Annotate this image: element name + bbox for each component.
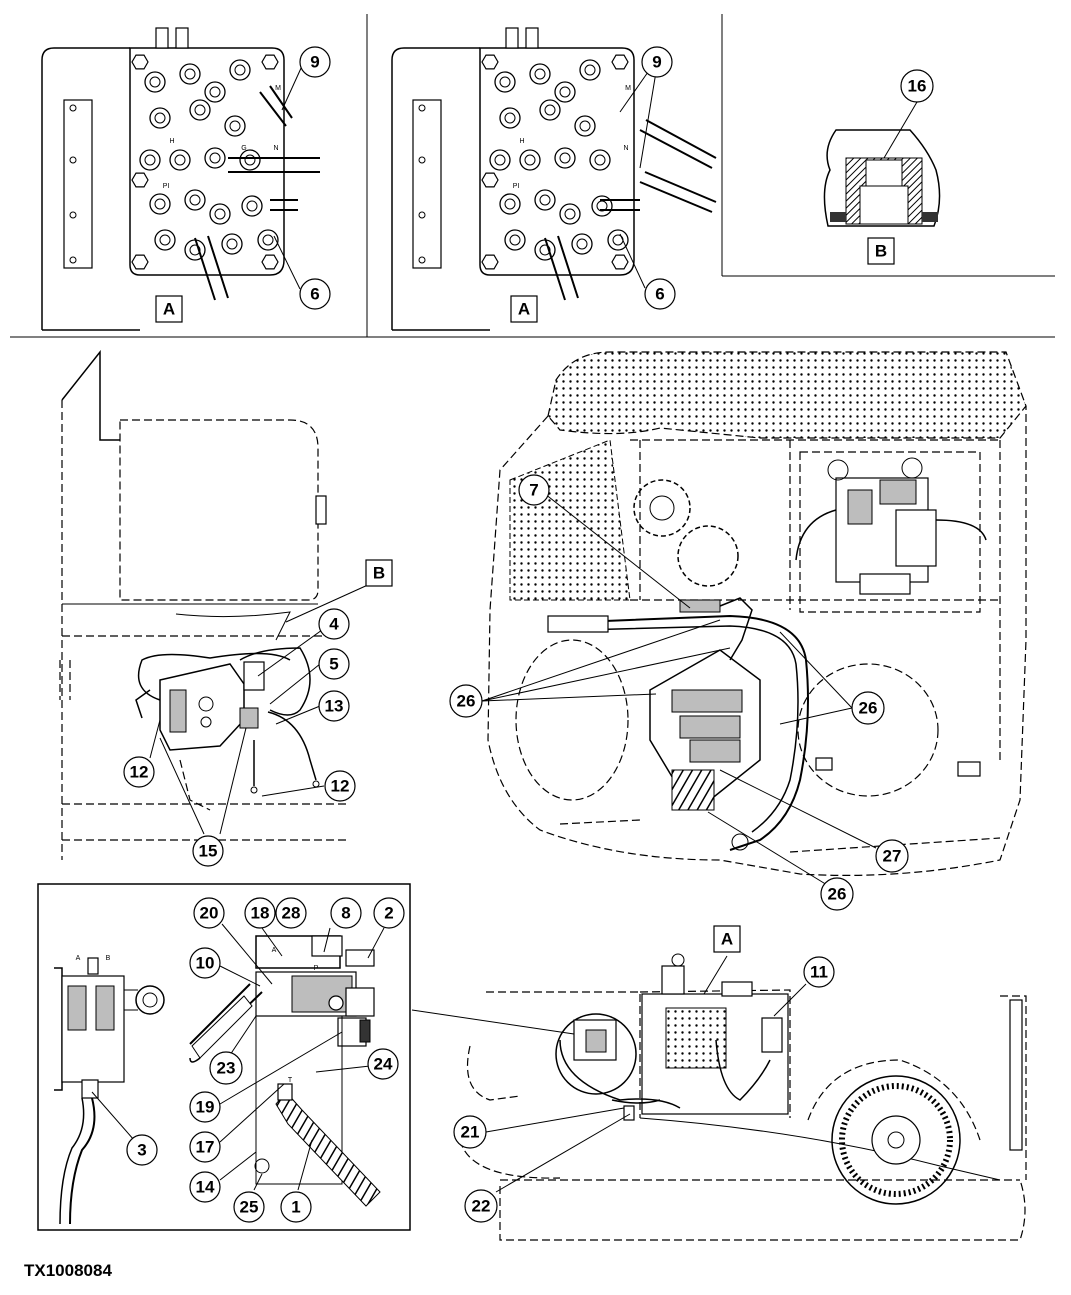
callout-circle: 21 xyxy=(453,1115,487,1149)
port-label-h-right: H xyxy=(519,138,524,145)
callout-circle: 8 xyxy=(330,897,362,929)
callout-circle: 23 xyxy=(209,1051,243,1085)
callout-label: 8 xyxy=(341,904,350,923)
callout-label: 24 xyxy=(374,1055,393,1074)
callout-circle: 1 xyxy=(280,1191,312,1223)
callout-circle: 14 xyxy=(189,1171,221,1203)
callout-circle: 5 xyxy=(318,648,350,680)
view-label-b-detail: B xyxy=(875,242,887,261)
callout-circle: 25 xyxy=(233,1191,265,1223)
callout-label: 26 xyxy=(828,885,847,904)
svg-text:B: B xyxy=(106,955,111,962)
port-label-h-left: H xyxy=(169,138,174,145)
callout-circle: 26 xyxy=(851,691,885,725)
callout-label: 5 xyxy=(329,655,338,674)
callout-label: 6 xyxy=(655,285,664,304)
callout-label: 2 xyxy=(384,904,393,923)
callout-label: 26 xyxy=(457,692,476,711)
callout-circle: 27 xyxy=(875,839,909,873)
callout-circle: 6 xyxy=(644,278,676,310)
view-callout-b: B xyxy=(373,564,385,583)
callout-circle: 9 xyxy=(641,46,673,78)
callout-label: 4 xyxy=(329,615,339,634)
svg-text:P: P xyxy=(314,965,319,972)
callout-circle: 20 xyxy=(193,897,225,929)
svg-text:A: A xyxy=(76,955,81,962)
callout-label: 14 xyxy=(196,1178,215,1197)
svg-text:T: T xyxy=(288,1077,293,1084)
callout-label: 3 xyxy=(137,1141,146,1160)
callout-circle: 28 xyxy=(275,897,307,929)
callout-label: 21 xyxy=(461,1123,480,1142)
callout-label: 17 xyxy=(196,1138,215,1157)
bottom-left-inset: T A P B A xyxy=(37,883,411,1231)
valve-view-a-right: M H N PI xyxy=(391,27,717,331)
callout-circle: 16 xyxy=(900,69,934,103)
callout-label: 9 xyxy=(310,53,319,72)
machine-frame-view xyxy=(487,351,1027,876)
callout-label: 16 xyxy=(908,77,927,96)
callout-circle: 6 xyxy=(299,278,331,310)
callout-label: 1 xyxy=(291,1198,300,1217)
leader-lines xyxy=(91,65,918,1193)
callout-label: 19 xyxy=(196,1098,215,1117)
callout-label: 15 xyxy=(199,842,218,861)
port-label-m-left: M xyxy=(275,85,281,92)
port-label-g-left: G xyxy=(241,145,246,152)
callout-label: 27 xyxy=(883,847,902,866)
callout-circle: 24 xyxy=(367,1048,399,1080)
callout-circle: 13 xyxy=(318,690,350,722)
callout-circle: 18 xyxy=(244,897,276,929)
port-label-n-left: N xyxy=(273,145,278,152)
figure-reference-id: TX1008084 xyxy=(24,1261,112,1280)
callout-circle: 17 xyxy=(189,1131,221,1163)
callout-label: 11 xyxy=(810,963,828,982)
callout-label: 9 xyxy=(652,53,661,72)
callout-circle: 12 xyxy=(324,770,356,802)
callout-label: 10 xyxy=(196,954,215,973)
callout-circle: 12 xyxy=(123,756,155,788)
callout-label: 12 xyxy=(130,763,149,782)
callout-circle: 26 xyxy=(449,684,483,718)
port-label-n-right: N xyxy=(623,145,628,152)
callout-label: 13 xyxy=(325,697,344,716)
callout-circle: 7 xyxy=(518,474,550,506)
tank-side-view xyxy=(59,349,350,860)
panel-separators xyxy=(10,14,1055,338)
callout-circle: 22 xyxy=(464,1189,498,1223)
view-b-detail xyxy=(823,129,941,227)
callout-label: 22 xyxy=(472,1197,491,1216)
callout-label: 12 xyxy=(331,777,350,796)
callout-circle: 15 xyxy=(192,835,224,867)
callout-circle: 26 xyxy=(820,877,854,911)
callout-label: 7 xyxy=(529,481,538,500)
callout-label: 18 xyxy=(251,904,270,923)
callout-circle: 11 xyxy=(803,956,835,988)
view-label-boxes: A A B B A xyxy=(155,237,895,953)
view-callout-a: A xyxy=(721,930,733,949)
callout-label: 28 xyxy=(282,904,301,923)
callout-circle: 3 xyxy=(126,1134,158,1166)
port-label-pi-right: PI xyxy=(513,183,520,190)
callout-label: 26 xyxy=(859,699,878,718)
callout-label: 23 xyxy=(217,1059,236,1078)
view-label-a-left: A xyxy=(163,300,175,319)
callout-circle: 10 xyxy=(189,947,221,979)
callout-label: 6 xyxy=(310,285,319,304)
port-label-pi-left: PI xyxy=(163,183,170,190)
view-label-a-right: A xyxy=(518,300,530,319)
callout-circle: 2 xyxy=(373,897,405,929)
callout-circle: 19 xyxy=(189,1091,221,1123)
bottom-right-view xyxy=(459,953,1027,1241)
valve-view-a-left: M H G N PI xyxy=(41,27,320,331)
callout-circle: 4 xyxy=(318,608,350,640)
port-label-m-right: M xyxy=(625,85,631,92)
callout-label: 20 xyxy=(200,904,219,923)
callout-label: 25 xyxy=(240,1198,259,1217)
callout-circle: 9 xyxy=(299,46,331,78)
svg-text:A: A xyxy=(272,947,277,954)
